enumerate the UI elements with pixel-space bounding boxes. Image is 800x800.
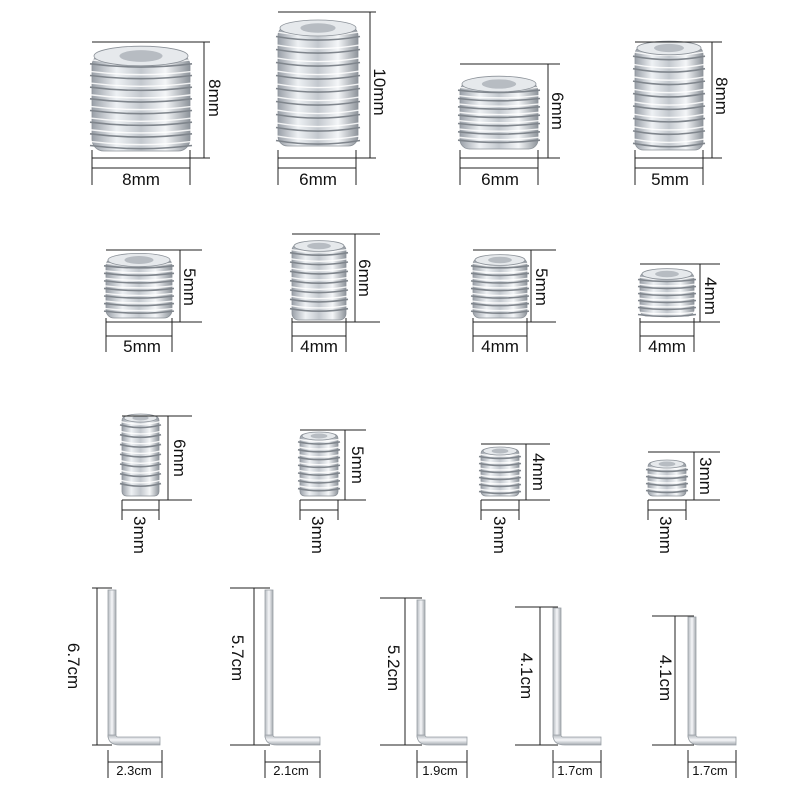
dimension-lines: [459, 63, 560, 185]
width-label: 4mm: [481, 337, 519, 356]
width-label: 5mm: [123, 337, 161, 356]
set-screw-image: [470, 254, 530, 319]
set-screw-image: [289, 240, 349, 321]
dimension-lines: [230, 587, 321, 778]
dimension-lines: [105, 249, 202, 352]
height-label: 5mm: [180, 268, 199, 306]
width-label: 3mm: [308, 516, 327, 554]
width-label: 8mm: [122, 170, 160, 189]
foot-label: 1.7cm: [692, 763, 727, 778]
hex-key-1: 6.7cm 2.3cm: [64, 587, 163, 778]
length-label: 5.7cm: [228, 635, 247, 681]
width-label: 4mm: [648, 337, 686, 356]
dimension-lines: [652, 615, 737, 778]
length-label: 4.1cm: [517, 653, 536, 699]
set-screw-image: [645, 459, 689, 497]
height-label: 8mm: [712, 77, 731, 115]
width-label: 6mm: [299, 170, 337, 189]
dimension-lines: [277, 11, 376, 185]
foot-label: 2.1cm: [273, 763, 308, 778]
dimension-lines: [299, 429, 366, 520]
foot-label: 2.3cm: [116, 763, 151, 778]
dimension-lines: [91, 41, 210, 185]
screw-11: 4mm 3mm: [478, 443, 550, 554]
screw-6: 6mm 4mm: [289, 233, 380, 356]
hex-key-image: [264, 589, 321, 746]
dimension-lines: [639, 263, 720, 352]
set-screw-image: [457, 75, 541, 150]
width-label: 3mm: [656, 516, 675, 554]
height-label: 8mm: [205, 79, 224, 117]
height-label: 4mm: [529, 453, 548, 491]
screw-4: 8mm 5mm: [632, 40, 731, 189]
set-screw-image: [632, 40, 706, 151]
hex-key-image: [416, 599, 468, 746]
dimension-lines: [647, 451, 720, 520]
dimension-lines: [472, 249, 556, 352]
screw-12: 3mm 3mm: [645, 451, 720, 554]
screw-10: 5mm 3mm: [297, 429, 367, 554]
set-screw-image: [297, 431, 341, 497]
height-label: 3mm: [696, 457, 715, 495]
height-label: 6mm: [170, 439, 189, 477]
dimension-lines: [380, 597, 468, 778]
hex-key-2: 5.7cm 2.1cm: [228, 587, 321, 778]
height-label: 4mm: [701, 277, 720, 315]
length-label: 6.7cm: [64, 643, 83, 689]
length-label: 5.2cm: [384, 645, 403, 691]
screw-8: 4mm 4mm: [637, 263, 720, 356]
width-label: 6mm: [481, 170, 519, 189]
foot-label: 1.9cm: [422, 763, 457, 778]
hex-key-5: 4.1cm 1.7cm: [652, 615, 737, 778]
hex-key-3: 5.2cm 1.9cm: [380, 597, 468, 778]
width-label: 5mm: [651, 170, 689, 189]
hex-key-image: [687, 616, 737, 746]
height-label: 5mm: [348, 446, 367, 484]
length-label: 4.1cm: [656, 655, 675, 701]
width-label: 3mm: [490, 516, 509, 554]
height-label: 6mm: [548, 92, 567, 130]
screw-2: 10mm 6mm: [275, 11, 389, 189]
hex-key-image: [107, 589, 161, 746]
screw-3: 6mm 6mm: [457, 63, 567, 189]
height-label: 10mm: [370, 68, 389, 115]
hex-key-4: 4.1cm 1.7cm: [515, 606, 602, 778]
dimension-lines: [291, 233, 380, 352]
width-label: 4mm: [300, 337, 338, 356]
screw-7: 5mm 4mm: [470, 249, 556, 356]
dimension-lines: [480, 443, 550, 520]
set-screw-image: [275, 19, 361, 147]
height-label: 5mm: [532, 268, 551, 306]
hex-key-image: [552, 607, 602, 746]
screw-9: 6mm 3mm: [119, 413, 192, 554]
dimension-lines: [92, 587, 163, 778]
set-screw-image: [89, 45, 193, 152]
screw-1: 8mm 8mm: [89, 41, 224, 189]
set-screw-image: [119, 413, 162, 497]
dimension-lines: [515, 606, 602, 778]
width-label: 3mm: [130, 516, 149, 554]
dimension-lines: [634, 41, 722, 185]
set-screw-image: [637, 268, 697, 318]
height-label: 6mm: [355, 259, 374, 297]
dimension-lines: [121, 415, 192, 520]
screw-5: 5mm 5mm: [103, 249, 202, 356]
foot-label: 1.7cm: [557, 763, 592, 778]
set-screw-image: [478, 446, 522, 497]
set-screw-image: [103, 252, 175, 319]
